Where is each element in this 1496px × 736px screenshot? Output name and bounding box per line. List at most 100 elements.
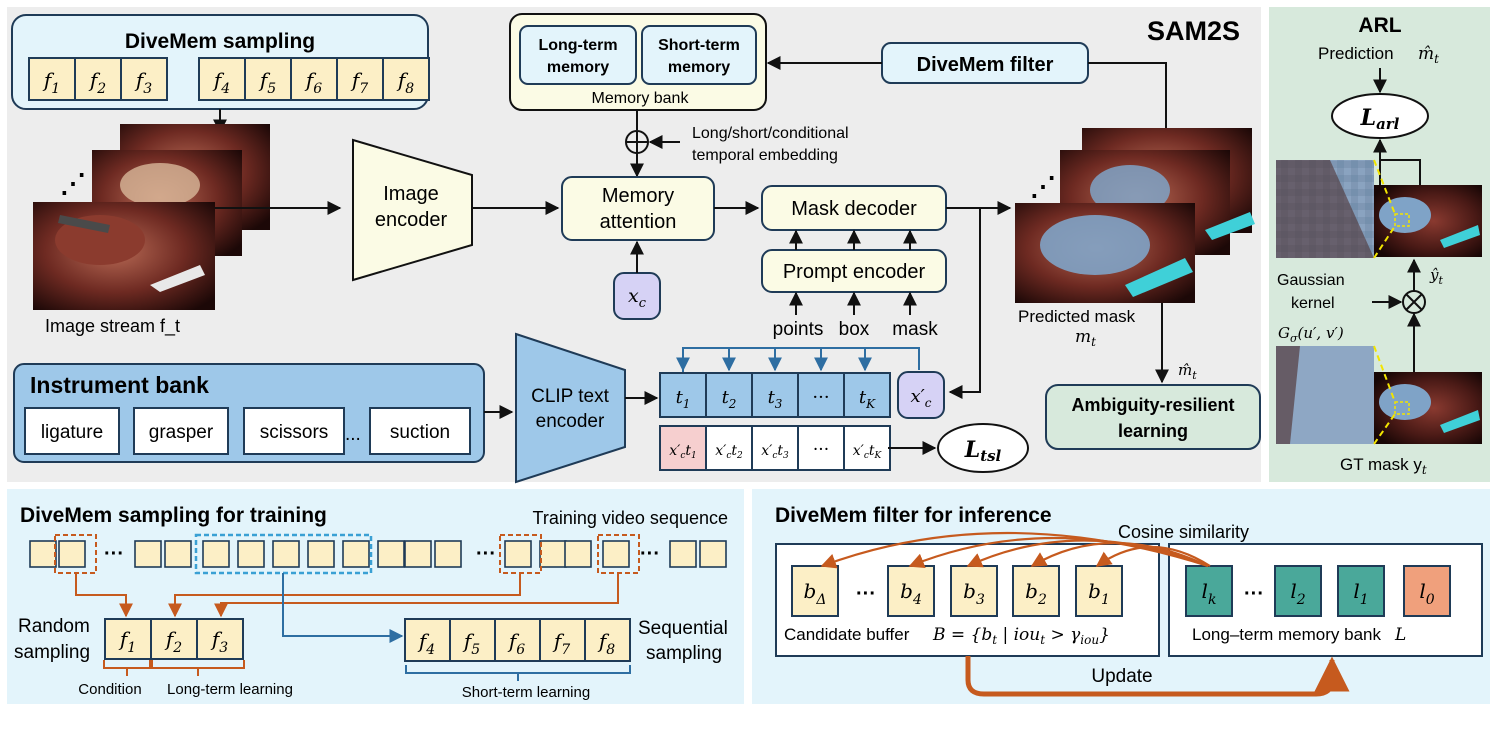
product-token <box>659 425 707 471</box>
product-token-label: ··· <box>813 440 829 460</box>
product-token-label: x′ct1 <box>669 443 697 461</box>
image-encoder-line2: encoder <box>375 209 448 231</box>
candidate-frame <box>791 565 839 617</box>
svg-text:···: ··· <box>640 543 660 565</box>
sequence-frame <box>307 540 335 568</box>
text-token-label: tK <box>859 387 876 411</box>
sequence-frame <box>164 540 192 568</box>
svg-text:⋰: ⋰ <box>1030 171 1056 201</box>
instrument-item-label: scissors <box>260 422 329 443</box>
prompt-points: points <box>773 319 824 340</box>
cosine-similarity-arcs <box>820 531 1211 569</box>
gt-mask-label: GT mask yt <box>1340 455 1427 477</box>
product-token <box>705 425 753 471</box>
memory-frame <box>1403 565 1451 617</box>
svg-text:Memory: Memory <box>602 185 674 207</box>
training-frame <box>150 618 198 660</box>
text-token-label: t1 <box>676 387 691 411</box>
svg-text:Gaussian: Gaussian <box>1277 272 1345 289</box>
training-frame <box>584 618 631 662</box>
image-stream-label: Image stream f_t <box>45 316 180 337</box>
update-label: Update <box>1091 666 1152 687</box>
sequence-frame <box>669 540 697 568</box>
predicted-mask-label: Predicted mask <box>1018 307 1136 326</box>
product-token <box>843 425 891 471</box>
sequence-frame <box>434 540 462 568</box>
mask-decoder-label: Mask decoder <box>791 198 917 220</box>
sampling-frame <box>198 57 246 101</box>
candidate-frame-label: bΔ <box>804 579 827 608</box>
image-stream-frames: ⋰ <box>33 124 270 310</box>
svg-text:Short-term: Short-term <box>658 37 740 54</box>
short-term-memory <box>641 25 757 85</box>
text-token <box>843 372 891 418</box>
sequence-frame <box>377 540 405 568</box>
sampling-frame <box>382 57 430 101</box>
sequence-frame <box>237 540 265 568</box>
token-attention-arrows <box>676 348 872 372</box>
text-token-label: ··· <box>812 387 829 408</box>
instrument-item-label: suction <box>390 422 450 443</box>
instrument-item <box>369 407 471 455</box>
candidate-ellipsis: ··· <box>856 583 876 605</box>
memory-frame-label: l0 <box>1419 579 1434 608</box>
candidate-frame <box>887 565 935 617</box>
svg-text:sampling: sampling <box>14 642 90 663</box>
memory-frame-label: lk <box>1202 579 1217 608</box>
arl-prediction-symbol: m̂t <box>1418 44 1439 66</box>
candidate-frame <box>1075 565 1123 617</box>
condition-label: Condition <box>78 681 141 698</box>
long-term-memory <box>519 25 637 85</box>
memory-frame-label: l2 <box>1290 579 1305 608</box>
sequence-frame <box>202 540 230 568</box>
text-token <box>659 372 707 418</box>
product-token <box>751 425 799 471</box>
memory-frame <box>1185 565 1233 617</box>
svg-text:Random: Random <box>18 616 90 637</box>
x-c-prime-token <box>897 371 945 419</box>
sequence-frame <box>602 540 630 568</box>
text-token-label: t2 <box>722 387 737 411</box>
temporal-embedding-line2: temporal embedding <box>692 147 838 164</box>
image-encoder-line1: Image <box>383 183 439 205</box>
arl-prediction-text: Prediction <box>1318 44 1394 63</box>
svg-text:attention: attention <box>600 211 677 233</box>
sampling-frame <box>120 57 168 101</box>
candidate-frame <box>950 565 998 617</box>
memory-bank-caption: Memory bank <box>592 90 690 107</box>
memory-frame <box>1337 565 1385 617</box>
sequence-frame <box>134 540 162 568</box>
image-encoder <box>352 138 473 282</box>
product-token-label: x′ctK <box>853 443 883 461</box>
arl-title: ARL <box>1358 14 1401 37</box>
sampling-frame <box>74 57 122 101</box>
candidate-frame-label: b3 <box>963 579 985 608</box>
prompt-encoder-label: Prompt encoder <box>783 261 926 283</box>
sequence-frame <box>58 540 86 568</box>
candidate-frame-label: b4 <box>900 579 922 608</box>
instrument-item-label: grasper <box>149 422 214 443</box>
prompt-box: box <box>839 319 870 340</box>
training-frame <box>449 618 496 662</box>
prompt-mask: mask <box>892 319 938 340</box>
l-arl-loss <box>1331 93 1429 139</box>
svg-text:encoder: encoder <box>536 411 605 432</box>
svg-text:learning: learning <box>1118 421 1188 441</box>
memory-frame <box>1274 565 1322 617</box>
sequence-frame <box>564 540 592 568</box>
divemem-filter-label: DiveMem filter <box>917 54 1054 76</box>
svg-text:CLIP text: CLIP text <box>531 386 610 407</box>
g-sigma-label: Gσ(u′, v′) <box>1278 324 1344 345</box>
memory-caption-symbol: L <box>1394 625 1406 645</box>
svg-text:⋰: ⋰ <box>60 168 86 198</box>
training-frame <box>104 618 152 660</box>
memory-ellipsis: ··· <box>1244 583 1264 605</box>
instrument-item <box>243 407 345 455</box>
svg-text:sampling: sampling <box>646 643 722 664</box>
candidate-caption-text: Candidate buffer <box>784 625 910 644</box>
